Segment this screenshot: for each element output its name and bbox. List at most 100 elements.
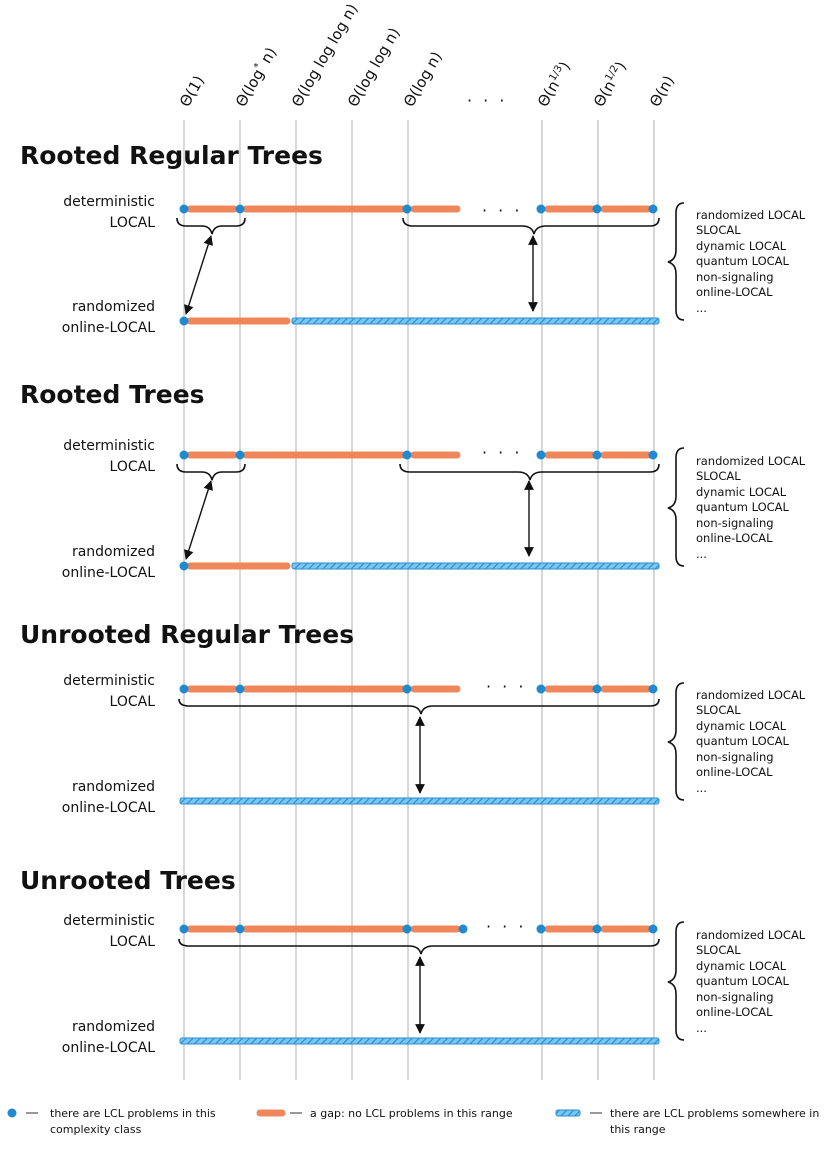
arrow — [184, 235, 213, 315]
model-item: ... — [696, 547, 707, 561]
legend-dot-symbol — [7, 1108, 17, 1118]
model-item: randomized LOCAL — [696, 208, 806, 222]
model-item: quantum LOCAL — [696, 734, 790, 748]
column-label-n12: Θ(n1/2) — [590, 58, 630, 110]
brace — [178, 938, 660, 955]
models-brace — [667, 921, 685, 1041]
column-label-theta-1: Θ(1) — [176, 72, 208, 110]
deterministic-label-local: LOCAL — [110, 459, 156, 475]
complexity-dot — [179, 561, 189, 571]
legend-hatch-symbol — [555, 1109, 581, 1117]
model-item: non-signaling — [696, 270, 774, 284]
model-item: online-LOCAL — [696, 285, 773, 299]
model-item: randomized LOCAL — [696, 688, 806, 702]
complexity-dot — [235, 450, 245, 460]
model-item: ... — [696, 301, 707, 315]
ellipsis: · · · — [486, 917, 526, 936]
complexity-dot — [648, 450, 658, 460]
brace — [399, 463, 660, 481]
randomized-label-online: online-LOCAL — [62, 800, 155, 816]
model-item: ... — [696, 1021, 707, 1035]
section-rooted-trees: Rooted Trees deterministic LOCAL randomi… — [20, 380, 806, 581]
section-unrooted-trees: Unrooted Trees deterministic LOCAL rando… — [20, 866, 806, 1056]
model-item: online-LOCAL — [696, 765, 773, 779]
model-item: non-signaling — [696, 516, 774, 530]
complexity-dot — [402, 450, 412, 460]
column-label-n13: Θ(n1/3) — [534, 58, 574, 110]
randomized-label: randomized — [72, 544, 155, 560]
ellipsis: · · · — [482, 443, 522, 462]
section-unrooted-regular-trees: Unrooted Regular Trees deterministic LOC… — [20, 620, 806, 816]
deterministic-label: deterministic — [63, 673, 155, 689]
section-title: Unrooted Regular Trees — [20, 620, 354, 649]
brace — [178, 698, 660, 715]
model-item: online-LOCAL — [696, 531, 773, 545]
legend-dot-text: there are LCL problems in this — [50, 1107, 216, 1120]
grid-lines — [183, 120, 655, 1080]
section-rooted-regular-trees: Rooted Regular Trees deterministic LOCAL… — [20, 141, 806, 336]
complexity-dot — [536, 450, 546, 460]
model-item: dynamic LOCAL — [696, 239, 787, 253]
legend-hatch-text-2: this range — [610, 1123, 666, 1136]
complexity-dot — [592, 684, 602, 694]
complexity-dot — [179, 204, 189, 214]
model-item: SLOCAL — [696, 703, 741, 717]
complexity-dot — [179, 684, 189, 694]
hatch-bar — [291, 317, 660, 325]
model-item: SLOCAL — [696, 943, 741, 957]
model-item: dynamic LOCAL — [696, 719, 787, 733]
complexity-dot — [402, 684, 412, 694]
complexity-dot — [458, 924, 468, 934]
deterministic-label-local: LOCAL — [110, 934, 156, 950]
complexity-dot — [179, 316, 189, 326]
randomized-label: randomized — [72, 299, 155, 315]
complexity-dot — [235, 684, 245, 694]
hatch-bar — [179, 1037, 660, 1045]
complexity-dot — [235, 924, 245, 934]
model-item: SLOCAL — [696, 223, 741, 237]
complexity-dot — [592, 450, 602, 460]
models-brace — [667, 447, 685, 567]
randomized-label: randomized — [72, 1019, 155, 1035]
model-item: dynamic LOCAL — [696, 485, 787, 499]
legend: there are LCL problems in this complexit… — [7, 1107, 819, 1136]
models-brace — [667, 682, 685, 801]
column-label-ellipsis: · · · — [467, 91, 507, 110]
model-item: non-signaling — [696, 990, 774, 1004]
column-label-n: Θ(n) — [646, 72, 678, 110]
legend-gap-text: a gap: no LCL problems in this range — [310, 1107, 513, 1120]
models-brace — [667, 202, 685, 321]
model-item: online-LOCAL — [696, 1005, 773, 1019]
complexity-dot — [536, 684, 546, 694]
section-title: Rooted Trees — [20, 380, 205, 409]
model-item: non-signaling — [696, 750, 774, 764]
column-label-log: Θ(log n) — [400, 48, 446, 110]
ellipsis: · · · — [482, 201, 522, 220]
hatch-bar — [179, 797, 660, 805]
column-labels: Θ(1) Θ(log* n) Θ(log log log n) Θ(log lo… — [176, 1, 678, 110]
randomized-label-online: online-LOCAL — [62, 565, 155, 581]
section-title: Rooted Regular Trees — [20, 141, 323, 170]
randomized-label-online: online-LOCAL — [62, 320, 155, 336]
legend-dot-text-2: complexity class — [50, 1123, 142, 1136]
ellipsis: · · · — [486, 677, 526, 696]
complexity-dot — [402, 924, 412, 934]
model-item: quantum LOCAL — [696, 500, 790, 514]
complexity-dot — [648, 204, 658, 214]
randomized-label-online: online-LOCAL — [62, 1040, 155, 1056]
arrow — [184, 480, 213, 560]
complexity-dot — [235, 204, 245, 214]
complexity-dot — [592, 924, 602, 934]
deterministic-label-local: LOCAL — [110, 694, 156, 710]
complexity-dot — [536, 204, 546, 214]
column-label-loglog: Θ(log log n) — [344, 25, 404, 110]
deterministic-label: deterministic — [63, 438, 155, 454]
complexity-dot — [179, 450, 189, 460]
section-title: Unrooted Trees — [20, 866, 236, 895]
column-label-log-star: Θ(log* n) — [232, 44, 280, 110]
brace — [176, 217, 246, 235]
model-item: randomized LOCAL — [696, 454, 806, 468]
brace — [402, 217, 660, 235]
brace — [176, 463, 246, 481]
